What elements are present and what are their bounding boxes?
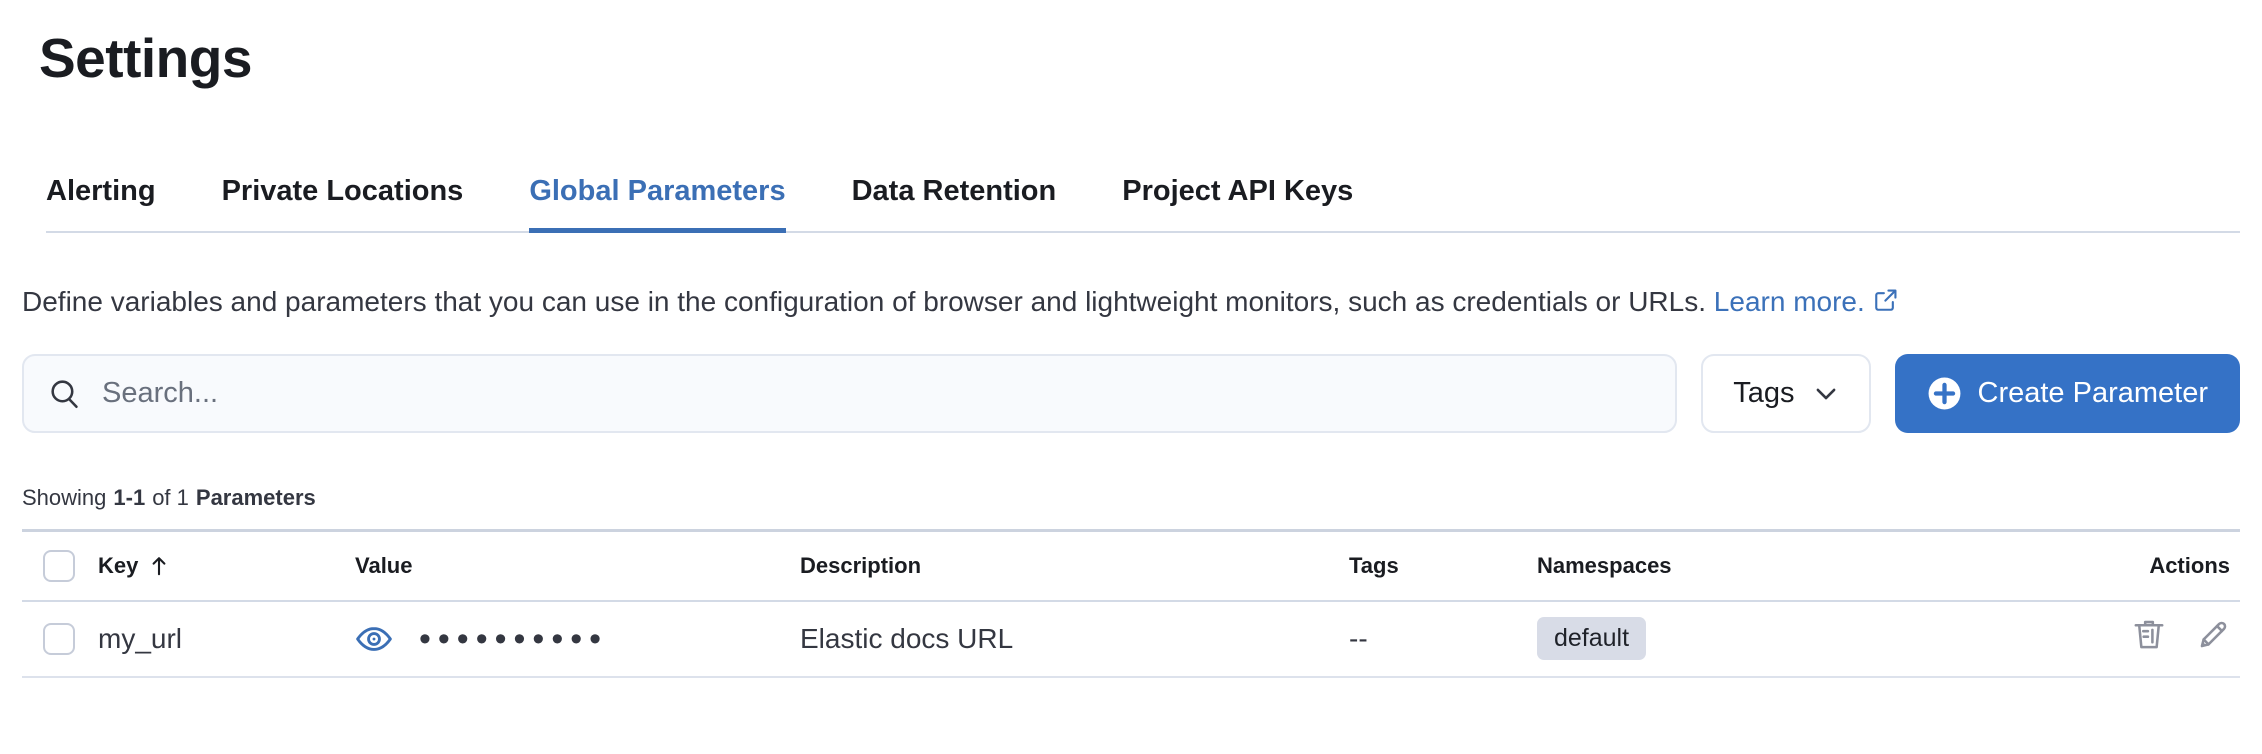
key-header-label: Key [98, 552, 139, 578]
learn-more-label: Learn more. [1713, 286, 1865, 317]
reveal-value-button[interactable] [355, 620, 393, 658]
settings-tab-bar: Alerting Private Locations Global Parame… [46, 174, 2240, 233]
masked-value: •••••••••• [419, 619, 609, 658]
param-tags-cell: -- [1349, 622, 1368, 654]
tags-filter-button[interactable]: Tags [1701, 354, 1871, 433]
tab-data-retention[interactable]: Data Retention [851, 175, 1057, 207]
tags-filter-label: Tags [1733, 377, 1795, 409]
param-description-cell: Elastic docs URL [800, 622, 1014, 654]
edit-parameter-button[interactable] [2196, 618, 2230, 652]
tab-alerting[interactable]: Alerting [46, 175, 156, 207]
tab-private-locations[interactable]: Private Locations [221, 175, 464, 207]
search-input[interactable] [102, 377, 1652, 410]
parameters-table: Key Value Description Tags Namespaces Ac… [22, 529, 2240, 678]
summary-entity: Parameters [195, 485, 316, 510]
chevron-down-icon [1816, 388, 1835, 399]
create-parameter-label: Create Parameter [1977, 377, 2209, 409]
summary-of: of 1 [152, 485, 189, 510]
search-box[interactable] [22, 354, 1678, 433]
page-description: Define variables and parameters that you… [22, 277, 2222, 326]
eye-icon [356, 626, 392, 651]
row-actions [2132, 618, 2230, 652]
description-text: Define variables and parameters that you… [22, 286, 1707, 317]
tab-project-api-keys[interactable]: Project API Keys [1122, 175, 1354, 207]
plus-in-circle-icon [1928, 377, 1960, 410]
parameters-toolbar: Tags Create Parameter [22, 354, 2240, 433]
delete-parameter-button[interactable] [2132, 618, 2166, 652]
learn-more-link[interactable]: Learn more. [1714, 286, 1899, 317]
settings-page: Settings Alerting Private Locations Glob… [0, 26, 2262, 678]
page-title: Settings [39, 27, 252, 89]
param-key-cell: my_url [98, 622, 183, 654]
sort-ascending-icon [152, 556, 166, 576]
column-header-namespaces: Namespaces [1537, 552, 1672, 578]
external-link-icon [1874, 289, 1897, 311]
row-checkbox[interactable] [43, 622, 75, 655]
tab-global-parameters[interactable]: Global Parameters [529, 174, 786, 233]
create-parameter-button[interactable]: Create Parameter [1894, 354, 2240, 433]
summary-range: 1-1 [113, 485, 146, 510]
table-header-row: Key Value Description Tags Namespaces Ac… [22, 530, 2240, 601]
column-header-key[interactable]: Key [98, 553, 171, 579]
namespace-badge: default [1537, 617, 1647, 660]
table-row: my_url •••••••••• Elastic docs UR [22, 601, 2240, 677]
column-header-description: Description [800, 552, 922, 578]
search-icon [51, 379, 78, 408]
column-header-tags: Tags [1349, 552, 1399, 578]
trash-icon [2134, 620, 2164, 649]
column-header-actions: Actions [2149, 552, 2230, 578]
column-header-value: Value [355, 552, 413, 578]
param-value-cell: •••••••••• [355, 620, 780, 658]
pencil-icon [2200, 621, 2227, 648]
results-summary: Showing 1-1 of 1 Parameters [22, 485, 2240, 511]
select-all-checkbox[interactable] [43, 549, 75, 582]
summary-prefix: Showing [22, 485, 107, 510]
